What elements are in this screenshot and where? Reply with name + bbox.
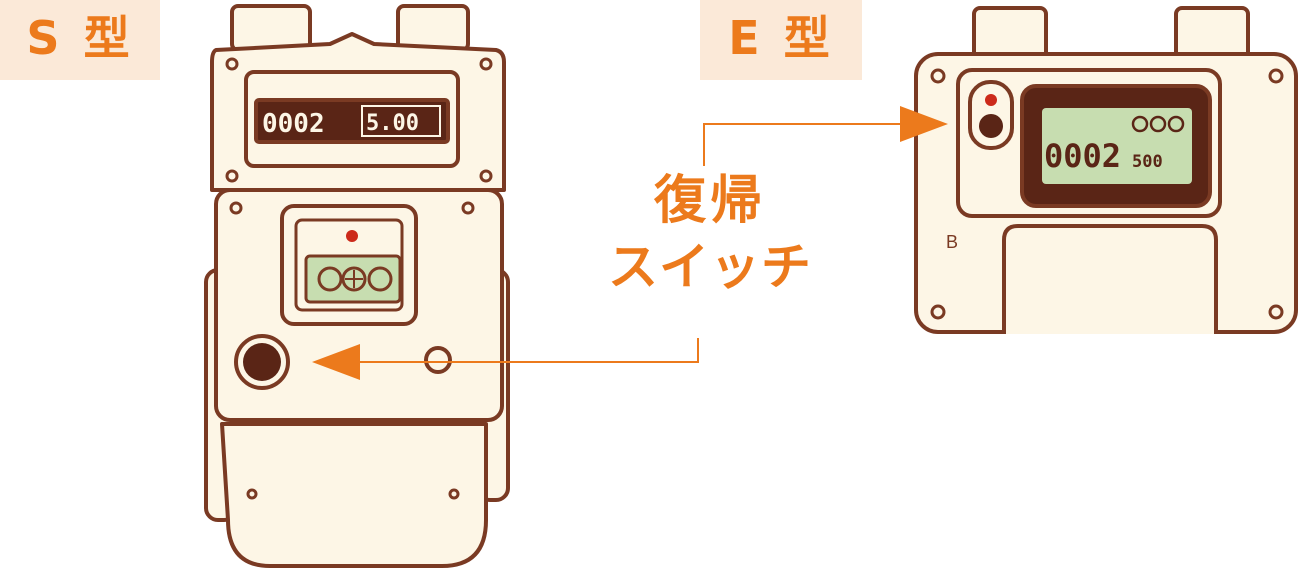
s-counter-fraction: 5.00: [366, 111, 419, 136]
screw-icon: [225, 57, 239, 71]
e-lower-cover: [1002, 224, 1218, 334]
screw-icon: [930, 304, 946, 320]
e-panel-mark: B: [946, 232, 958, 252]
callout-arrows: [360, 123, 902, 363]
e-reset-switch[interactable]: [979, 114, 1003, 138]
s-counter-value: 0002: [262, 109, 325, 139]
callout-line-1: 復帰: [653, 171, 766, 231]
e-indicator-lamp: [985, 94, 997, 106]
s-indicator-lamp: [346, 230, 358, 242]
status-ring-icon: [317, 266, 343, 292]
s-type-label: S 型: [0, 0, 160, 80]
status-ring-icon: [367, 266, 393, 292]
screw-icon: [479, 169, 493, 183]
callout-line-2: スイッチ: [608, 238, 812, 296]
s-counter-panel: [254, 98, 450, 144]
e-counter-value: 0002: [1044, 137, 1121, 175]
status-ring-icon: [341, 266, 367, 292]
s-outlet-connector: [396, 4, 470, 52]
e-type-meter: [914, 6, 1298, 334]
s-type-meter: [204, 4, 510, 568]
arrow-right-icon: [900, 106, 948, 142]
screw-icon: [461, 201, 475, 215]
screw-icon: [930, 68, 946, 84]
s-counter-fraction-box: [361, 105, 441, 137]
screw-icon: [1268, 304, 1284, 320]
screw-icon: [225, 169, 239, 183]
screw-icon: [1268, 68, 1284, 84]
reset-switch-callout: 復帰 スイッチ: [560, 168, 860, 300]
screw-icon: [229, 201, 243, 215]
e-counter-fraction: 500: [1132, 152, 1163, 172]
e-arrow-line: [703, 123, 902, 166]
s-aux-knob: [424, 346, 452, 374]
e-lcd: [1042, 108, 1192, 184]
screw-icon: [479, 57, 493, 71]
s-lower-cover: [220, 422, 488, 568]
screw-icon: [246, 488, 258, 500]
s-inlet-connector: [230, 4, 312, 52]
arrow-left-icon: [312, 344, 360, 380]
screw-icon: [448, 488, 460, 500]
s-arrow-line: [360, 338, 699, 363]
e-status-rings: [1131, 115, 1185, 133]
e-type-label: E 型: [700, 0, 862, 80]
s-reset-switch[interactable]: [243, 343, 281, 381]
